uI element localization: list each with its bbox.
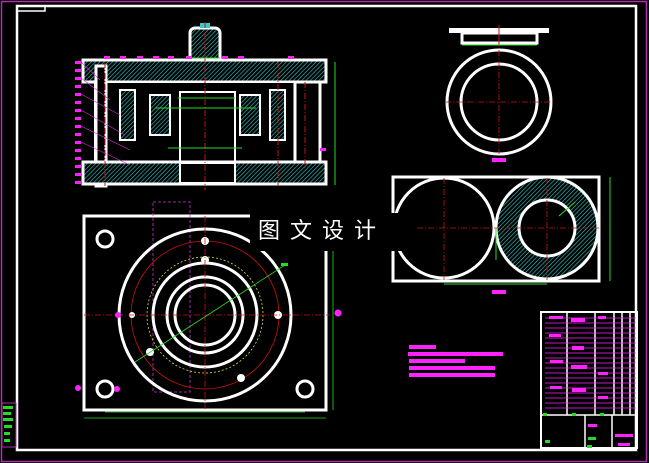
- watermark-text: 图文设计: [250, 213, 412, 251]
- technical-requirements: [408, 345, 503, 377]
- part-ring-side-view: [449, 25, 549, 46]
- title-block: [540, 311, 638, 449]
- part-ring-plan-view: [445, 48, 553, 162]
- blank-layout-view: [391, 175, 611, 294]
- top-plan-view: [75, 201, 342, 419]
- margin-label-strip: [1, 402, 17, 448]
- front-section-view: [75, 22, 336, 190]
